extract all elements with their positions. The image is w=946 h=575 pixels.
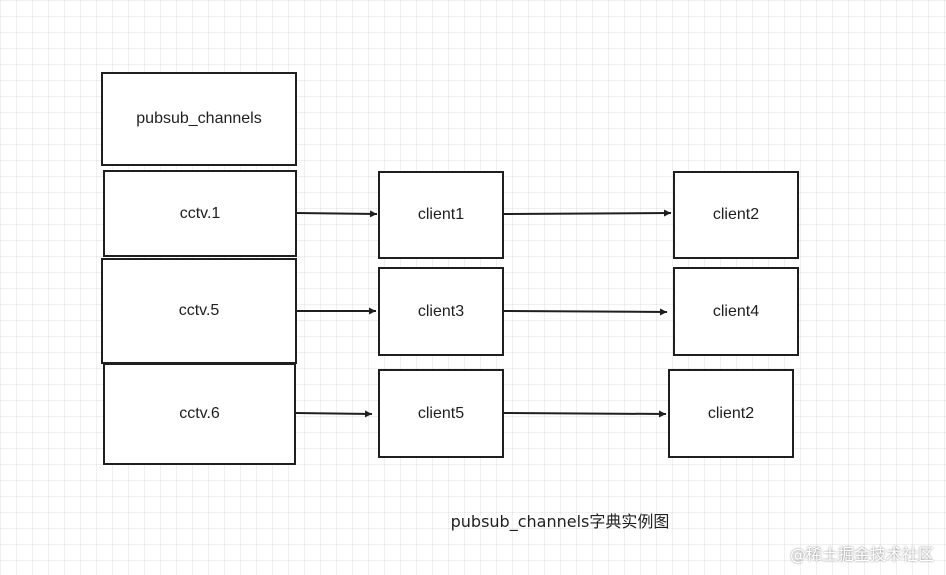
client-box-client2-row1: client2 bbox=[673, 171, 799, 259]
client-label: client3 bbox=[417, 302, 465, 320]
client-box-client1: client1 bbox=[378, 171, 504, 259]
channel-box-cctv6: cctv.6 bbox=[103, 363, 296, 465]
arrow-client5-to-client2 bbox=[503, 410, 667, 418]
diagram-caption: pubsub_channels字典实例图 bbox=[450, 512, 670, 531]
channel-box-cctv5: cctv.5 bbox=[101, 258, 297, 364]
channel-box-cctv1: cctv.1 bbox=[103, 170, 297, 257]
client-box-client3: client3 bbox=[378, 267, 504, 356]
watermark: @稀土掘金技术社区 bbox=[789, 545, 934, 564]
client-label: client1 bbox=[417, 206, 465, 223]
client-label: client5 bbox=[417, 404, 465, 422]
client-label: client2 bbox=[707, 404, 755, 422]
arrow-cctv1-to-client1 bbox=[296, 210, 378, 218]
pubsub-channels-header-label: pubsub_channels bbox=[136, 110, 262, 127]
pubsub-channels-header-box: pubsub_channels bbox=[101, 72, 297, 166]
client-label: client4 bbox=[712, 302, 760, 320]
channel-label: cctv.1 bbox=[179, 204, 221, 222]
channel-label: cctv.5 bbox=[178, 302, 220, 319]
arrow-cctv6-to-client5 bbox=[295, 410, 373, 418]
client-box-client4: client4 bbox=[673, 267, 799, 356]
client-box-client2-row3: client2 bbox=[668, 369, 794, 458]
channel-label: cctv.6 bbox=[179, 405, 220, 422]
arrow-client3-to-client4 bbox=[503, 308, 668, 316]
client-box-client5: client5 bbox=[378, 369, 504, 458]
arrow-client1-to-client2 bbox=[503, 209, 672, 217]
client-label: client2 bbox=[712, 206, 760, 223]
